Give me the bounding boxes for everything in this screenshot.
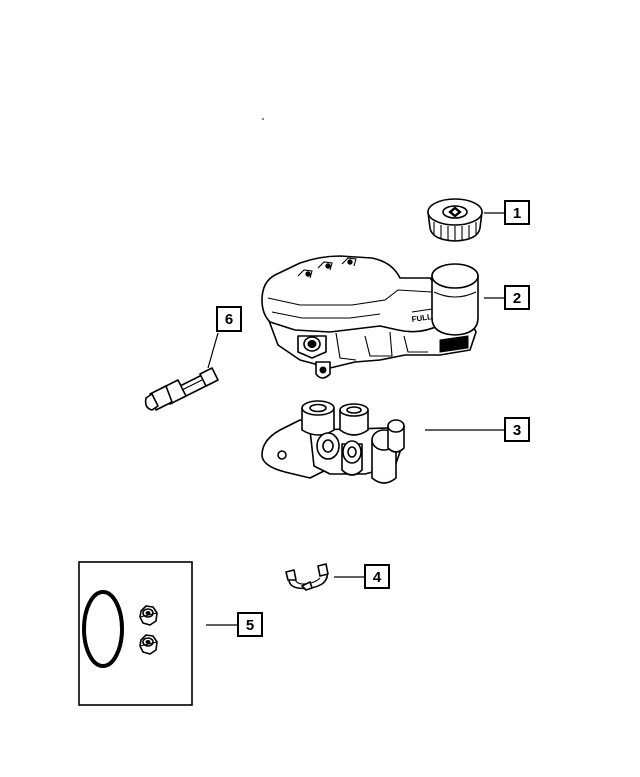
callout-5-label: 5 (246, 617, 254, 634)
callout-6[interactable]: 6 (216, 306, 242, 332)
seal-kit-frame (78, 561, 193, 706)
callout-5[interactable]: 5 (237, 612, 263, 637)
callout-2[interactable]: 2 (504, 285, 530, 310)
reservoir-full-marking: FULL (411, 312, 433, 324)
fluid-level-sensor (144, 367, 219, 411)
stray-mark (262, 118, 264, 120)
callout-2-label: 2 (513, 290, 521, 307)
callout-3-label: 3 (513, 422, 521, 439)
callout-1[interactable]: 1 (504, 200, 530, 225)
master-cylinder-body (261, 400, 405, 484)
retaining-clip (285, 563, 329, 591)
hex-nut-lower (139, 634, 158, 655)
callout-3[interactable]: 3 (504, 417, 530, 442)
reservoir-cap (427, 198, 483, 242)
callout-4[interactable]: 4 (364, 564, 390, 589)
callout-4-label: 4 (373, 569, 382, 586)
seal-kit (78, 561, 193, 706)
o-ring (82, 590, 124, 668)
brake-fluid-reservoir: FULL (261, 255, 479, 379)
hex-nut-upper (139, 605, 158, 626)
leader-6 (207, 332, 219, 369)
callout-6-label: 6 (225, 311, 233, 328)
callout-1-label: 1 (513, 205, 521, 222)
